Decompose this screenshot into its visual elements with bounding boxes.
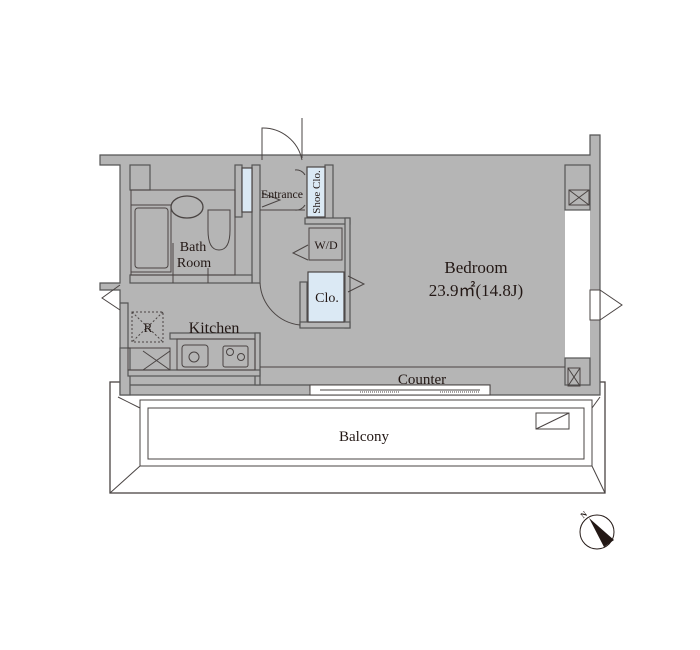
closet-label: Clo. [315, 291, 339, 306]
interior-walls [127, 164, 351, 386]
closet[interactable] [307, 271, 366, 323]
counter-label: Counter [398, 372, 446, 388]
refrigerator [131, 311, 164, 343]
balcony-label: Balcony [339, 429, 389, 445]
north-compass-icon: N [579, 509, 615, 550]
bedroom-label: Bedroom [444, 258, 507, 277]
bath-label-2: Room [177, 256, 211, 271]
refrigerator-label: R [144, 320, 153, 335]
bathroom [130, 189, 236, 283]
bedroom-area: 23.9㎡(14.8J) [429, 281, 523, 300]
svg-text:N: N [579, 509, 589, 520]
washer-dryer [291, 227, 343, 261]
entrance-label: Entrance [261, 187, 303, 201]
drain-icon [535, 412, 570, 430]
entrance-door[interactable] [261, 118, 303, 161]
bath-label-1: Bath [180, 240, 206, 255]
kitchen-label: Kitchen [189, 320, 240, 337]
shoe-closet-label: Shoe Clo. [311, 170, 323, 214]
kitchen-counter [176, 338, 256, 371]
wd-label: W/D [314, 238, 338, 252]
